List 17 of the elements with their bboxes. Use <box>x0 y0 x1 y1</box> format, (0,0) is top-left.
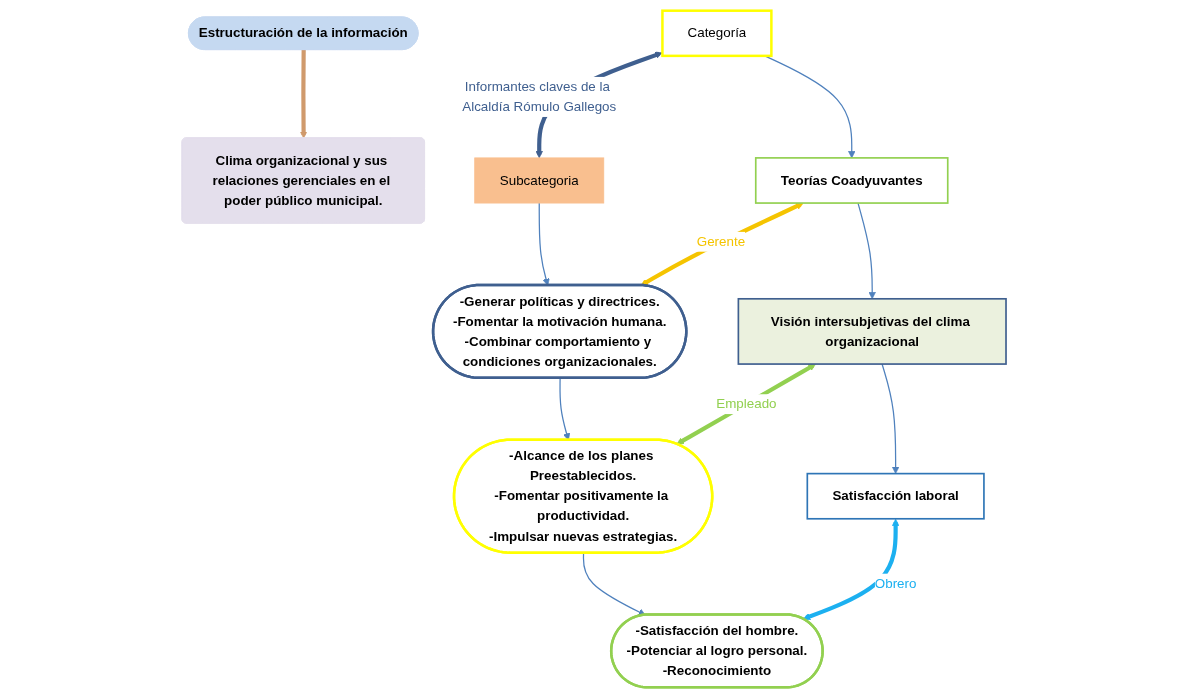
arrow <box>802 518 899 621</box>
edge-label: Obrero <box>874 576 916 591</box>
node-box: Subcategoria <box>473 157 604 204</box>
arrow <box>676 363 816 445</box>
node-box: Satisfacción laboral <box>805 472 985 520</box>
arrow <box>582 552 646 616</box>
arrow <box>640 202 804 286</box>
arrow <box>538 202 550 286</box>
edge-label: Informantes claves de la Alcaldía Rómulo Gallegos <box>461 79 616 114</box>
node-box: Teorías Coadyuvantes <box>754 157 949 204</box>
arrow <box>880 363 899 474</box>
arrow <box>856 202 876 300</box>
node-box: Categoría <box>660 9 773 58</box>
node-box: Visión intersubjetivas del clima organizacional <box>737 298 1007 365</box>
edge-label: Gerente <box>696 234 745 249</box>
arrow <box>299 49 307 139</box>
edge-label: Empleado <box>715 396 777 411</box>
